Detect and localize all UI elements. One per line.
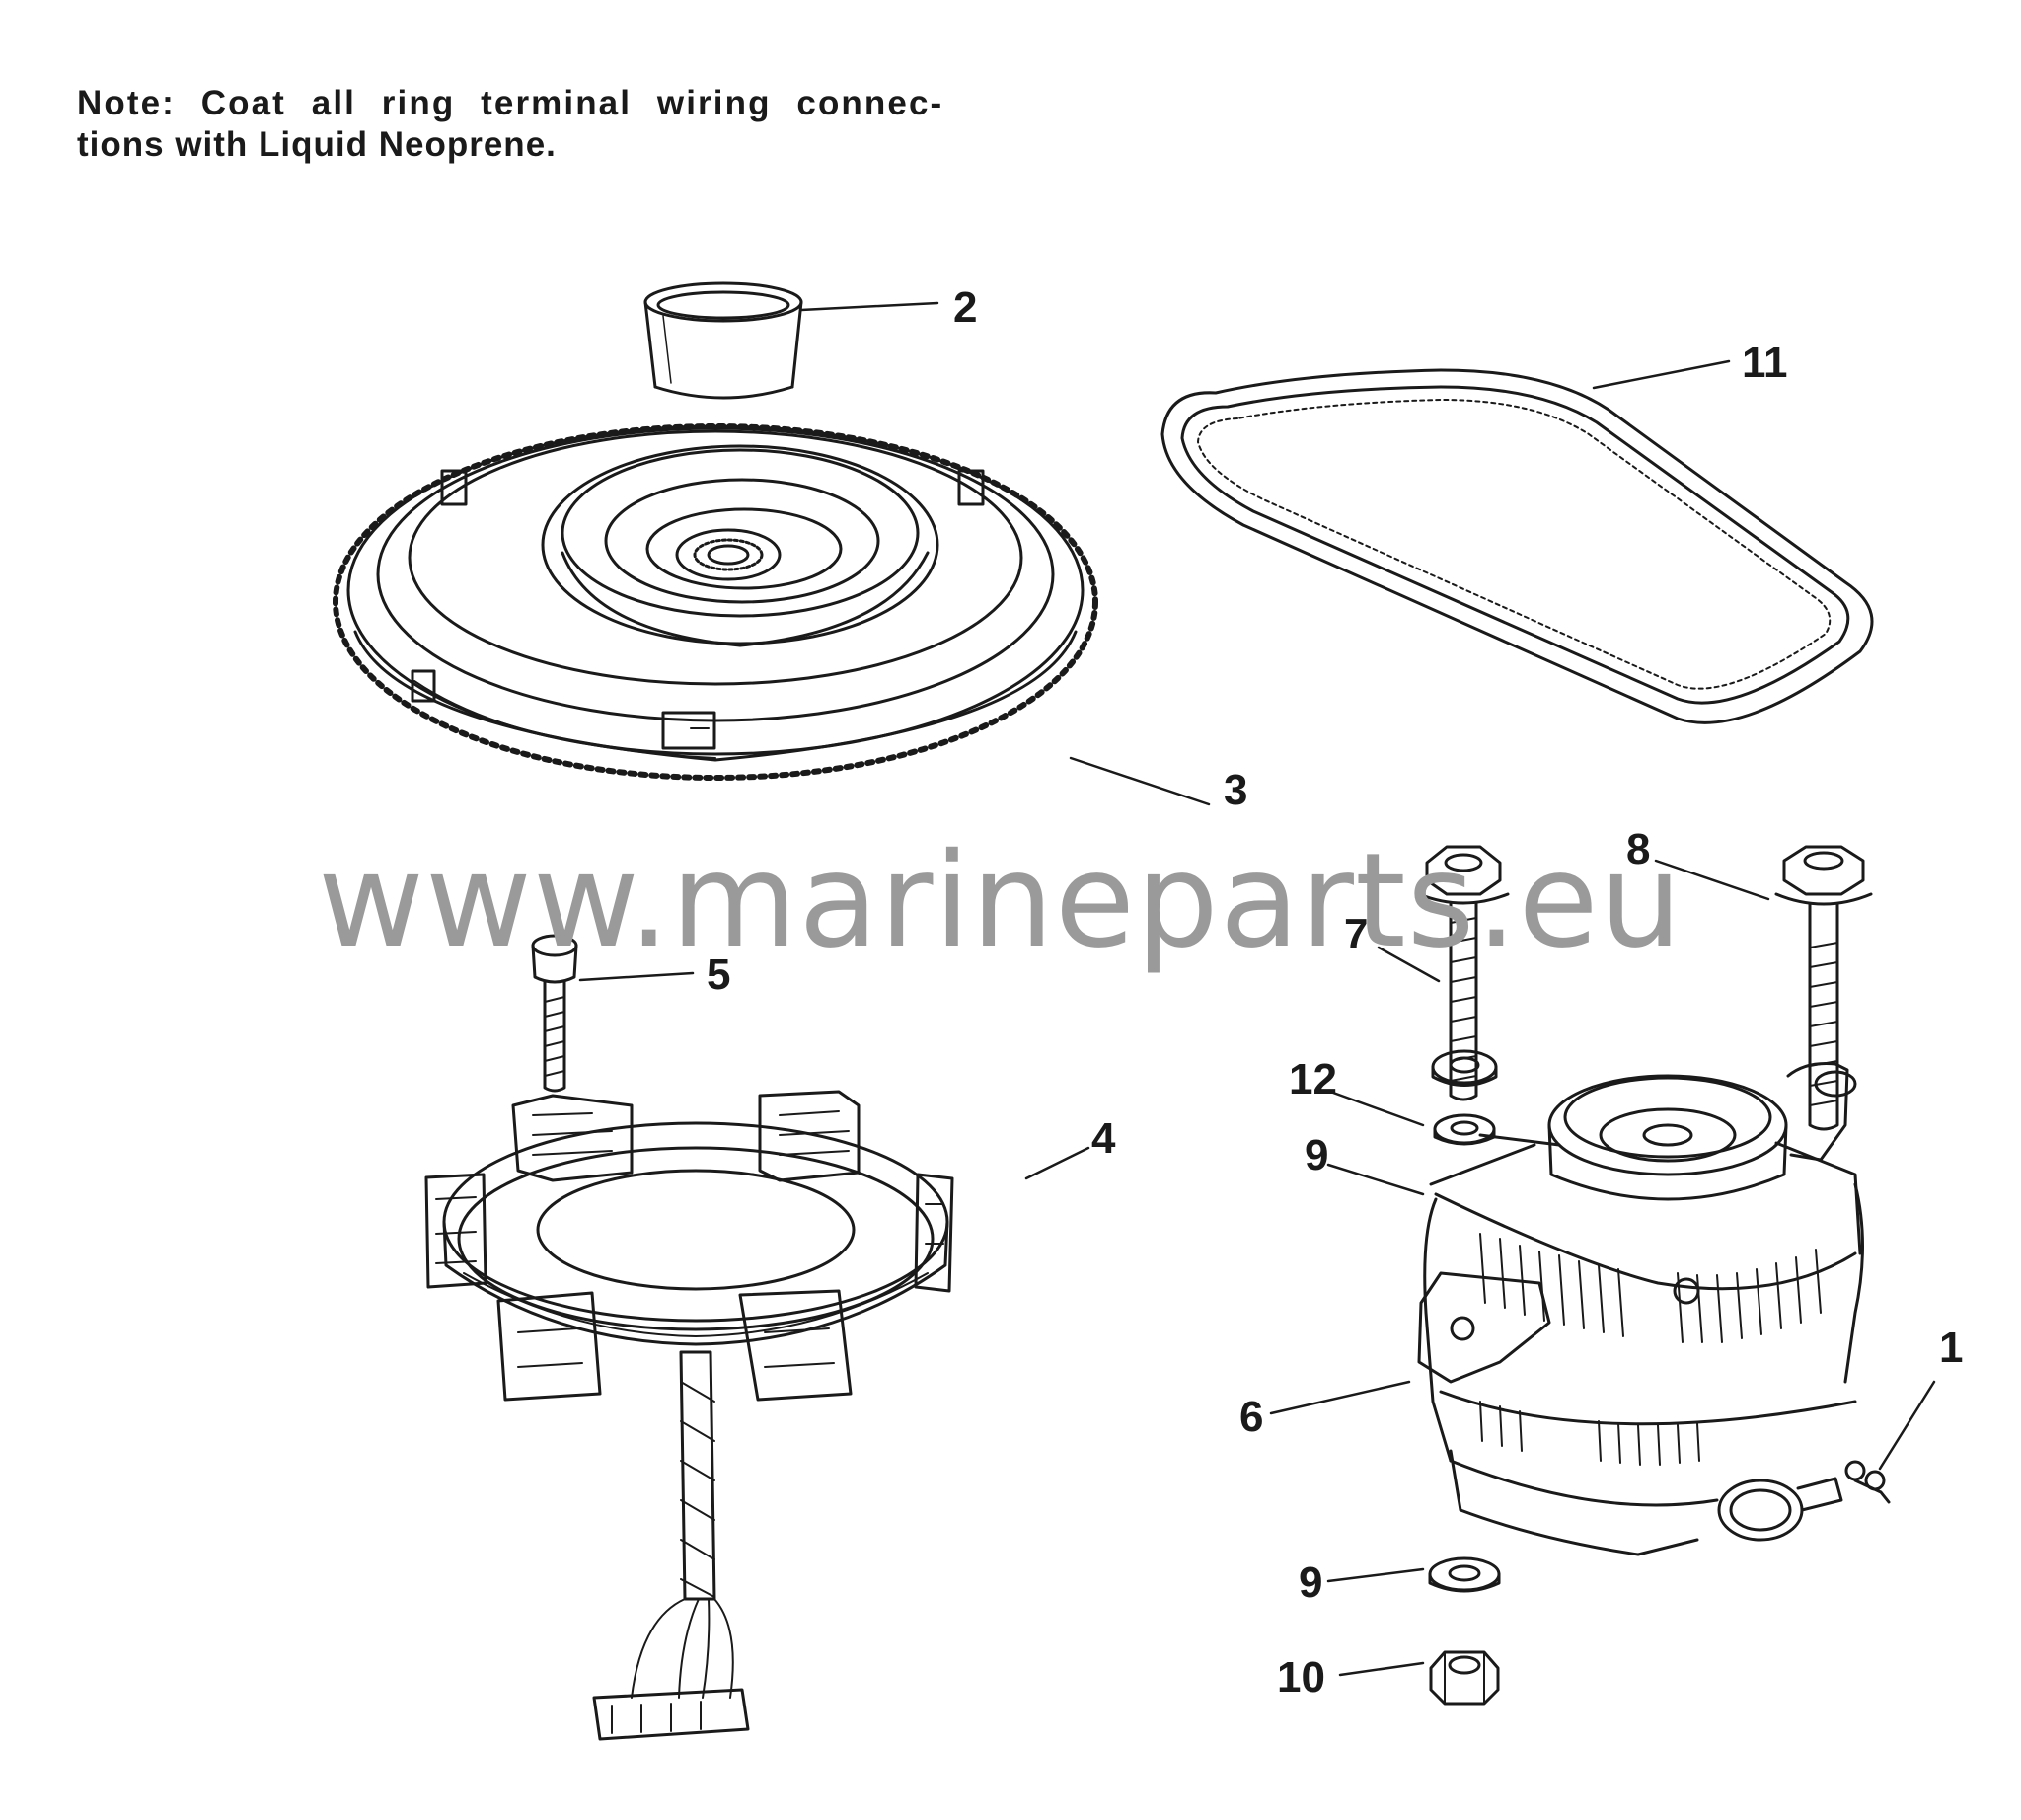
callout-9-upper: 9 [1305,1131,1328,1179]
callout-2: 2 [953,283,977,332]
callout-3: 3 [1224,766,1247,814]
leader-lines [578,301,1936,1677]
callout-1: 1 [1939,1324,1963,1372]
part-2-bushing [643,281,803,400]
callout-7: 7 [1344,910,1368,958]
callout-4: 4 [1091,1114,1116,1163]
part-9-washer-upper [1433,1113,1496,1146]
note-line-1: Note: Coat all ring terminal wiring conn… [77,84,944,122]
callout-6: 6 [1239,1393,1263,1441]
note-line-2: tions with Liquid Neoprene. [77,125,557,164]
watermark-url: www.marineparts.eu [318,825,1684,977]
part-3-flywheel [333,423,1098,781]
part-6-alternator [1417,1062,1891,1556]
part-7-bolt [1417,845,1510,1101]
part-9-washer-lower [1428,1556,1501,1593]
part-10-nut [1429,1650,1500,1706]
part-12-washer [1431,1049,1498,1087]
callout-5: 5 [707,950,730,999]
part-4-stator [424,1090,954,1741]
callout-8: 8 [1626,825,1650,873]
callout-10: 10 [1277,1653,1325,1702]
part-5-screw [531,934,578,1093]
part-11-belt [1160,368,1874,724]
callout-12: 12 [1289,1055,1337,1103]
note-text: Note: Coat all ring terminal wiring conn… [77,83,985,166]
callout-11: 11 [1742,339,1788,387]
callout-9-lower: 9 [1299,1558,1322,1607]
part-8-bolt [1774,845,1873,1131]
